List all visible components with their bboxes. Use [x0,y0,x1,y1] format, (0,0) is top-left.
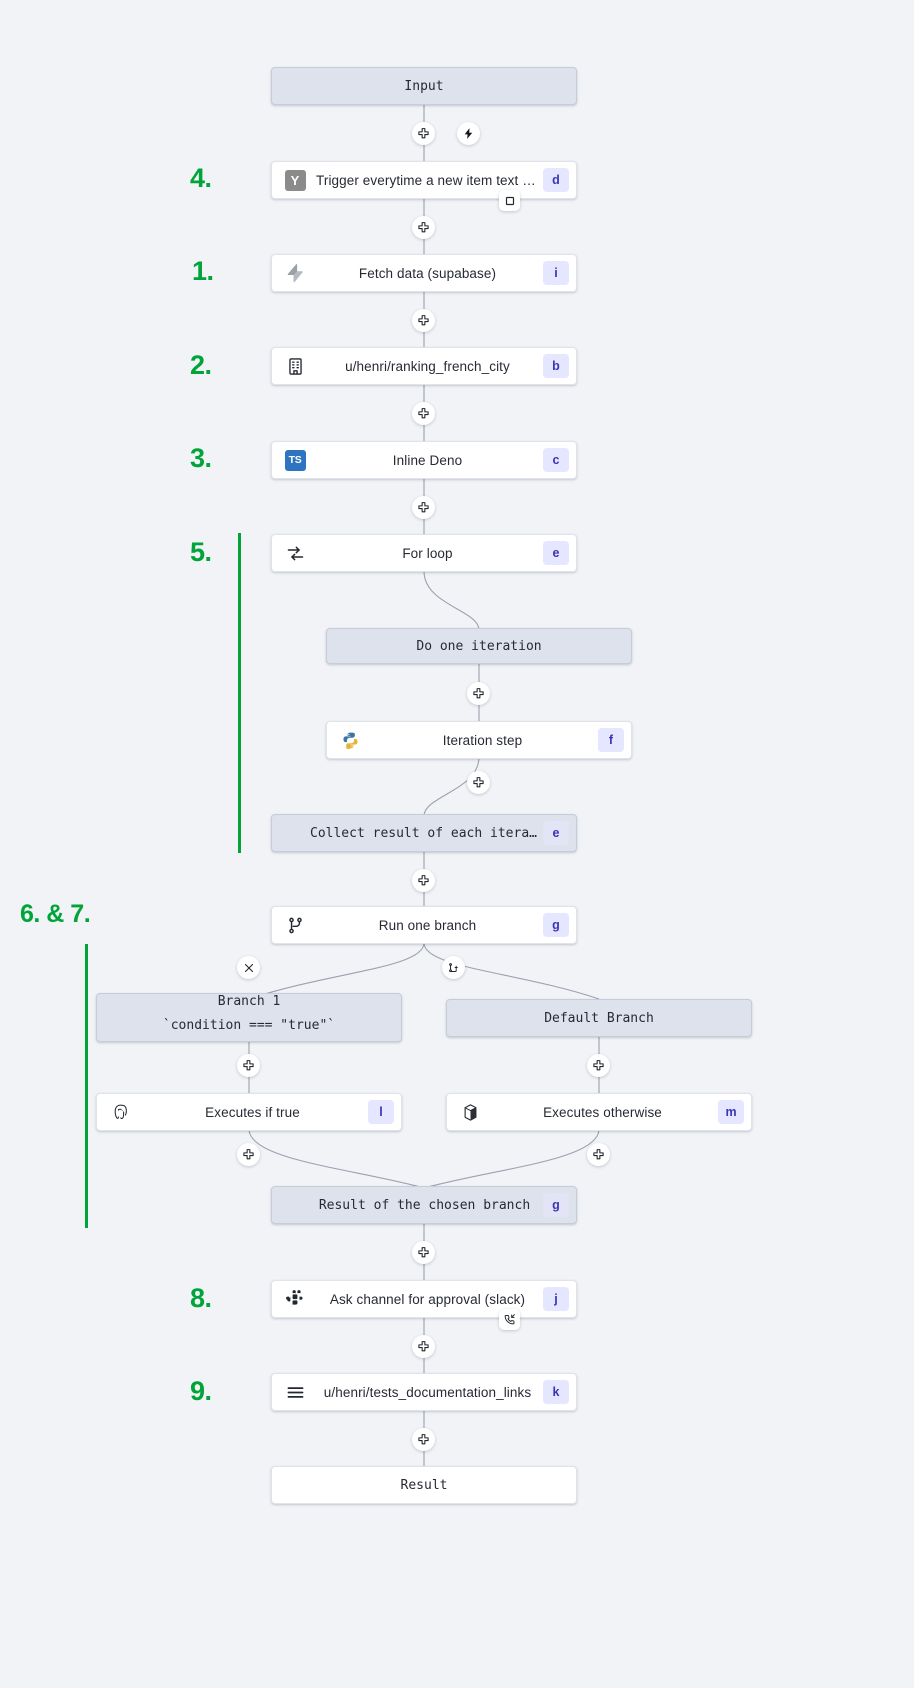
add-step-handle[interactable] [412,309,435,332]
node-for-loop-badge: e [543,541,569,565]
step-number-2: 2. [190,350,212,380]
hamburger-icon [278,1382,312,1403]
add-step-handle[interactable] [412,1428,435,1451]
node-ask-channel-approval-label: Ask channel for approval (slack) [329,1291,526,1307]
node-for-loop-label: For loop [402,545,453,561]
node-tests-documentation-links-label: u/henri/tests_documentation_links [323,1384,532,1400]
node-collect-result-badge: e [543,821,569,845]
for-loop-bracket [238,533,241,853]
add-step-handle[interactable] [587,1143,610,1166]
node-branch-1[interactable]: Branch 1 `condition === "true"` [96,993,402,1042]
node-input[interactable]: Input [271,67,577,105]
add-step-handle[interactable] [412,869,435,892]
docker-box-icon [453,1103,487,1122]
step-number-1: 1. [192,256,214,286]
node-default-branch[interactable]: Default Branch [446,999,752,1037]
node-ranking-french-city-label: u/henri/ranking_french_city [345,358,510,374]
close-branch-handle[interactable] [237,956,260,979]
yaml-y-icon: Y [278,169,312,191]
node-result-chosen-branch[interactable]: Result of the chosen branch g [271,1186,577,1224]
node-for-loop[interactable]: For loop e [271,534,577,572]
add-step-handle[interactable] [412,1241,435,1264]
node-iteration-step[interactable]: Iteration step f [326,721,632,759]
add-step-handle[interactable] [467,771,490,794]
node-run-one-branch-badge: g [543,913,569,937]
node-executes-otherwise[interactable]: Executes otherwise m [446,1093,752,1131]
git-branch-icon [278,916,312,935]
add-branch-handle[interactable] [442,956,465,979]
node-branch-1-condition: `condition === "true"` [162,1017,336,1033]
step-number-8: 8. [190,1283,212,1313]
node-run-one-branch-label: Run one branch [378,917,477,933]
step-number-6-7: 6. & 7. [20,900,91,928]
add-step-handle[interactable] [237,1143,260,1166]
node-do-one-iteration-label: Do one iteration [416,638,542,654]
branch-bracket [85,944,88,1228]
python-icon [333,731,367,750]
node-fetch-data[interactable]: Fetch data (supabase) i [271,254,577,292]
node-iteration-step-label: Iteration step [442,732,523,748]
node-executes-otherwise-label: Executes otherwise [543,1104,662,1120]
node-collect-result-label: Collect result of each iteration [310,825,543,841]
postgresql-icon [103,1103,137,1122]
trigger-bolt-handle[interactable] [457,122,480,145]
node-collect-result[interactable]: Collect result of each iteration e [271,814,577,852]
node-tests-documentation-links-badge: k [543,1380,569,1404]
node-result-chosen-branch-label: Result of the chosen branch [318,1197,531,1213]
node-branch-1-label: Branch 1 [217,994,281,1009]
step-number-4: 4. [190,163,212,193]
add-step-handle[interactable] [412,216,435,239]
node-executes-if-true-badge: l [368,1100,394,1124]
step-number-5: 5. [190,537,212,567]
node-default-branch-label: Default Branch [544,1010,654,1026]
node-executes-otherwise-badge: m [718,1100,744,1124]
add-step-handle[interactable] [587,1054,610,1077]
node-executes-if-true-label: Executes if true [205,1104,300,1120]
node-executes-if-true[interactable]: Executes if true l [96,1093,402,1131]
node-inline-deno-badge: c [543,448,569,472]
step-number-9: 9. [190,1376,212,1406]
node-ranking-french-city-badge: b [543,354,569,378]
add-step-handle[interactable] [467,682,490,705]
node-run-one-branch[interactable]: Run one branch g [271,906,577,944]
node-inline-deno-label: Inline Deno [392,452,463,468]
node-do-one-iteration[interactable]: Do one iteration [326,628,632,664]
node-result-label: Result [400,1477,448,1493]
node-trigger-label: Trigger everytime a new item text o… [316,172,543,188]
add-step-handle[interactable] [412,402,435,425]
slack-icon [278,1289,312,1309]
node-ask-channel-approval[interactable]: Ask channel for approval (slack) j [271,1280,577,1318]
node-trigger-badge: d [543,168,569,192]
stop-square-handle[interactable] [499,190,520,211]
phone-callback-handle[interactable] [499,1309,520,1330]
node-result[interactable]: Result [271,1466,577,1504]
node-trigger[interactable]: Y Trigger everytime a new item text o… d [271,161,577,199]
node-ranking-french-city[interactable]: u/henri/ranking_french_city b [271,347,577,385]
typescript-icon: TS [278,449,312,471]
node-inline-deno[interactable]: TS Inline Deno c [271,441,577,479]
building-icon [278,357,312,376]
node-result-chosen-branch-badge: g [543,1193,569,1217]
add-step-handle[interactable] [412,122,435,145]
add-step-handle[interactable] [412,496,435,519]
add-step-handle[interactable] [237,1054,260,1077]
node-tests-documentation-links[interactable]: u/henri/tests_documentation_links k [271,1373,577,1411]
supabase-icon [278,263,312,283]
loop-icon [278,543,312,564]
node-ask-channel-approval-badge: j [543,1287,569,1311]
node-fetch-data-badge: i [543,261,569,285]
add-step-handle[interactable] [412,1335,435,1358]
node-input-label: Input [404,78,444,94]
node-fetch-data-label: Fetch data (supabase) [358,265,497,281]
node-iteration-step-badge: f [598,728,624,752]
step-number-3: 3. [190,443,212,473]
